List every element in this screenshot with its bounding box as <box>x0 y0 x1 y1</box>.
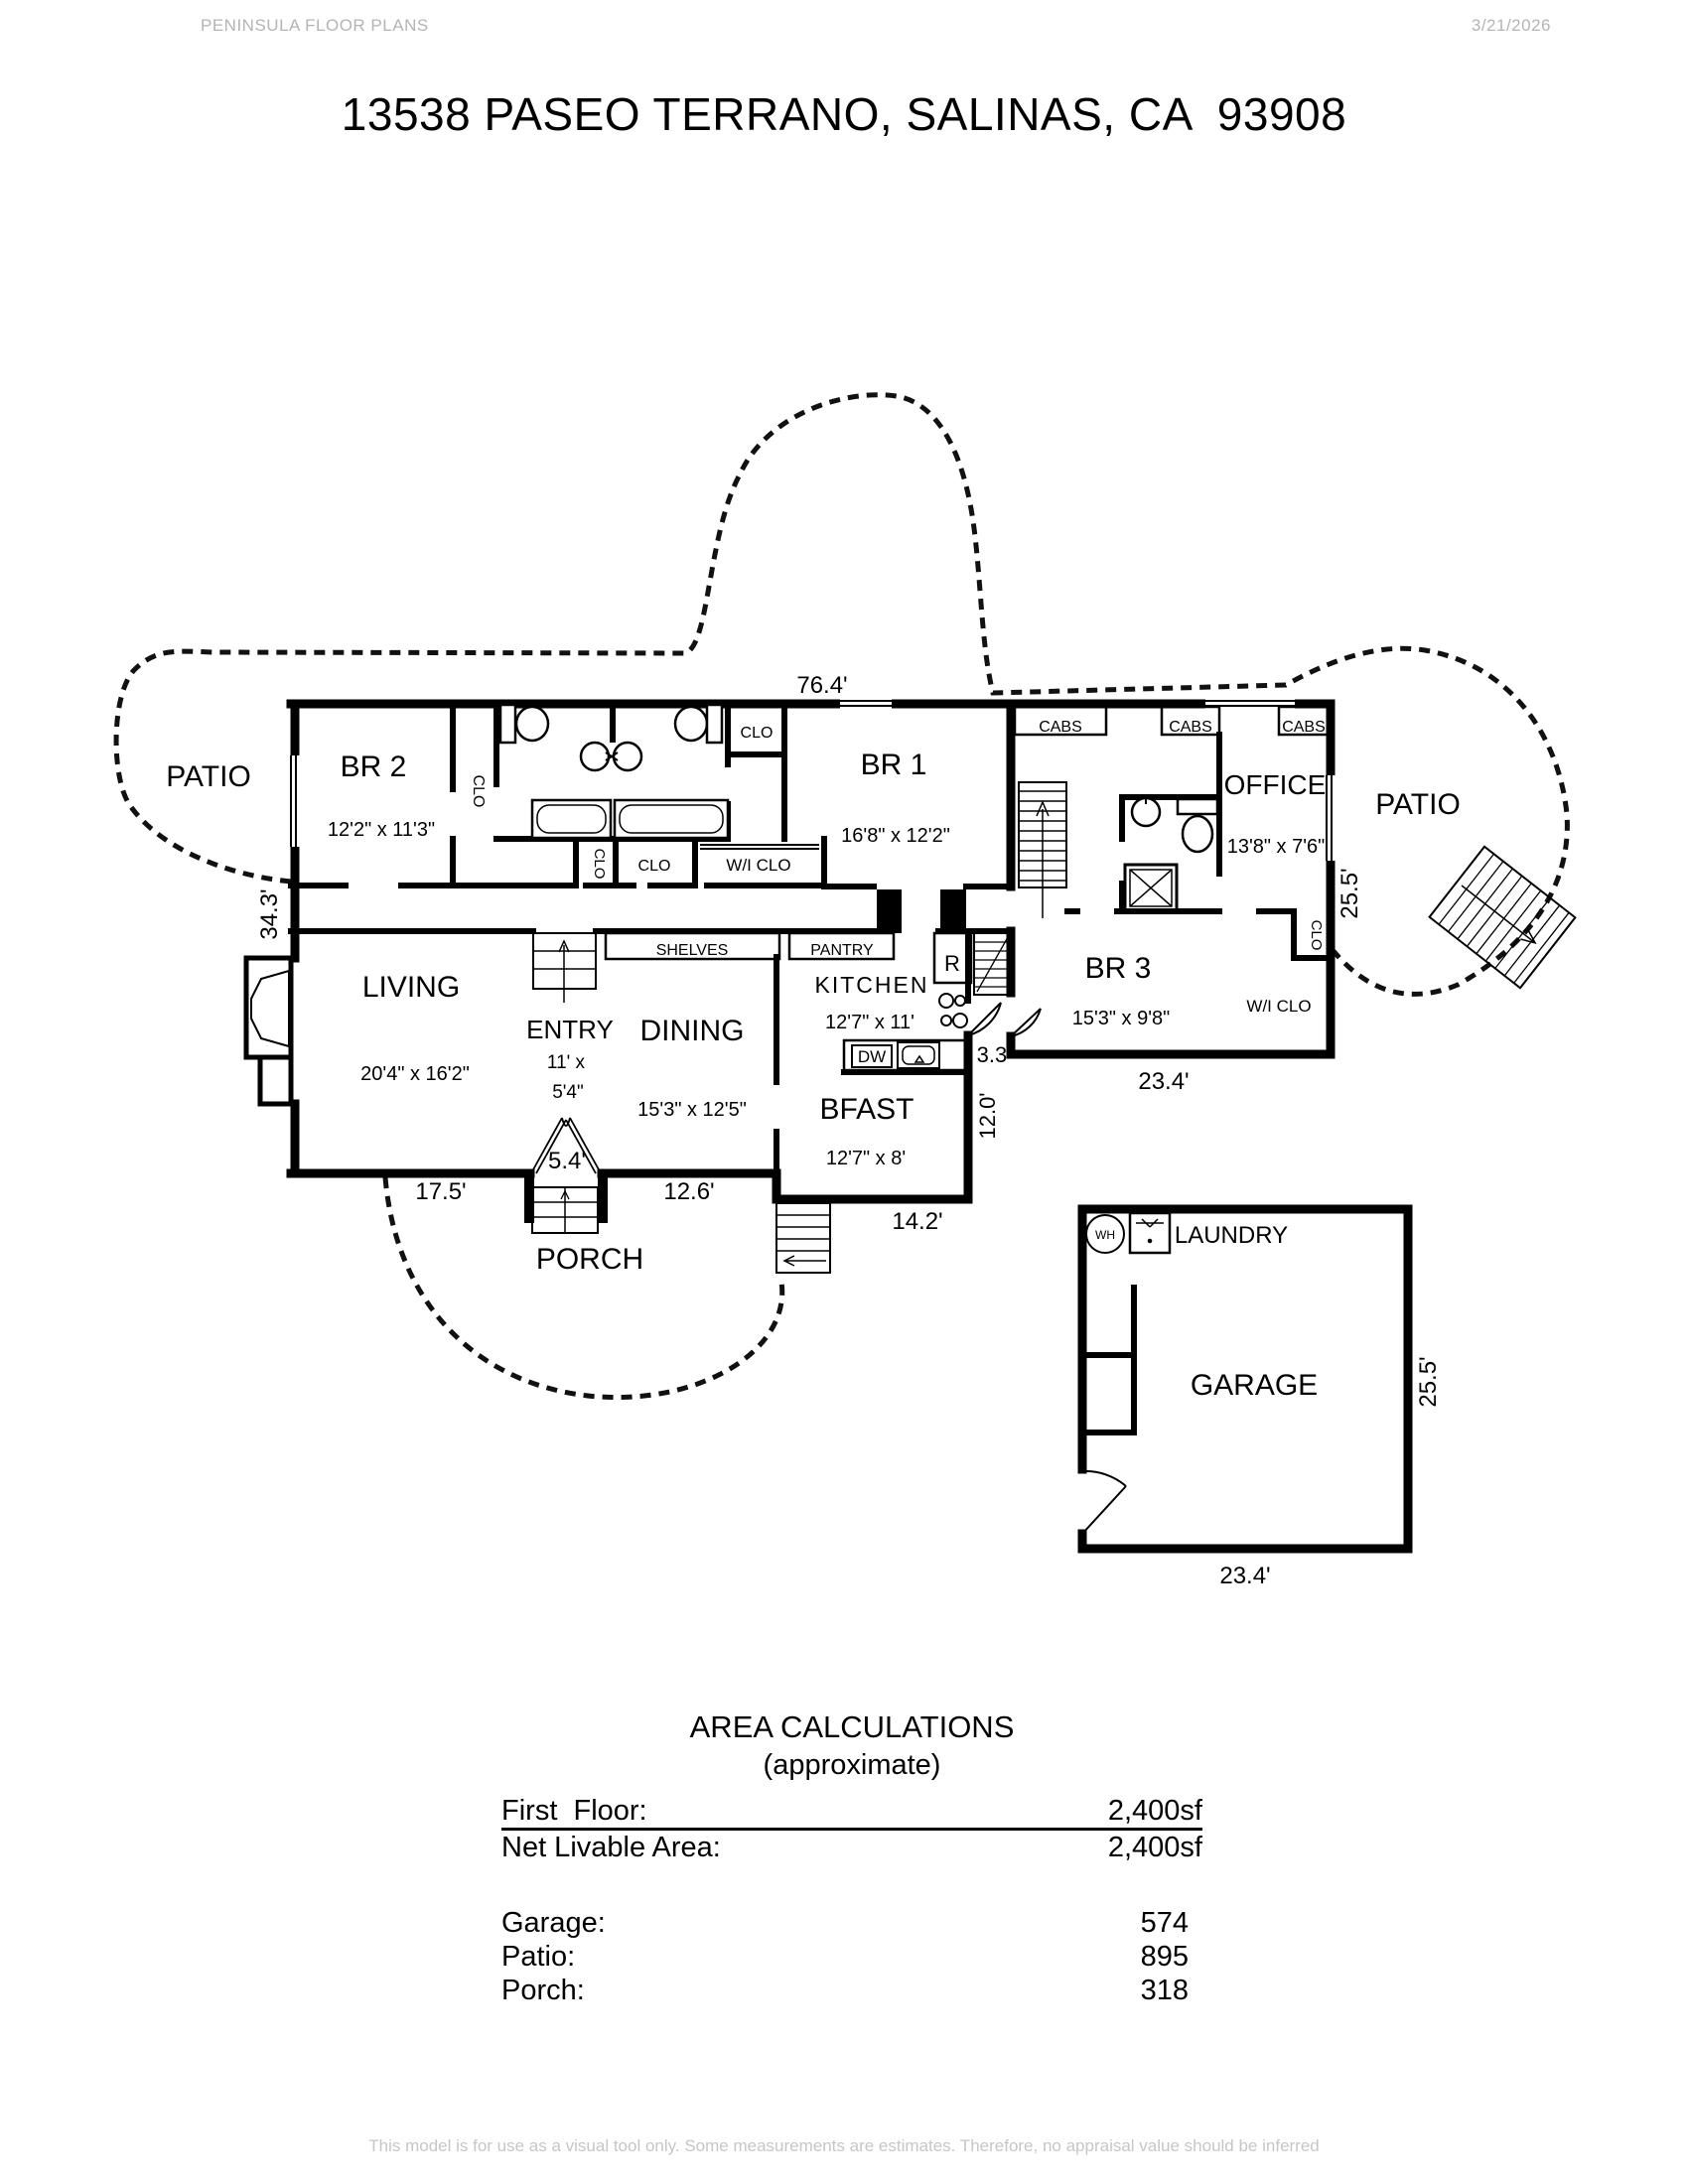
area-row-label: Net Livable Area: <box>501 1832 721 1863</box>
office-size: 13'8" x 7'6" <box>1227 836 1326 858</box>
br1-label: BR 1 <box>861 749 927 781</box>
area-row-value: 895 <box>1140 1941 1189 1973</box>
area-row-porch: Porch: 318 <box>501 1974 1202 2007</box>
laundry-label: LAUNDRY <box>1175 1222 1288 1249</box>
living-label: LIVING <box>362 971 460 1004</box>
bfast-steps <box>775 1202 831 1274</box>
dining-size: 15'3" x 12'5" <box>637 1099 747 1121</box>
clo-label-bath2: CLO <box>741 725 774 742</box>
entry-size-2: 5'4" <box>552 1082 584 1103</box>
dim-bfast: 14.2' <box>892 1208 942 1235</box>
br3-label: BR 3 <box>1085 952 1152 985</box>
interior-walls <box>288 701 1413 1554</box>
dim-living: 17.5' <box>415 1178 466 1205</box>
dim-garage-depth: 25.5' <box>1415 1356 1442 1407</box>
sink-icons <box>579 741 1162 828</box>
area-row-label: Garage: <box>501 1907 606 1939</box>
dim-kitchen-nook: 3.3' <box>977 1042 1012 1067</box>
fireplace <box>243 955 294 1107</box>
clo-label-br3: CLO <box>1308 920 1325 951</box>
kitchen-label: KITCHEN <box>815 972 929 998</box>
cabs-label-2: CABS <box>1169 719 1212 736</box>
dining-label: DINING <box>640 1015 745 1047</box>
area-row-value: 2,400sf <box>1107 1832 1202 1863</box>
area-row-value: 2,400sf <box>1107 1795 1202 1827</box>
cabs-label-3: CABS <box>1282 719 1326 736</box>
entry-label: ENTRY <box>526 1015 614 1044</box>
kitchen-size: 12'7" x 11' <box>825 1012 914 1033</box>
office-label: OFFICE <box>1224 769 1327 800</box>
brand-header: PENINSULA FLOOR PLANS <box>201 16 429 35</box>
toilet-icons <box>498 703 1219 854</box>
wiclo-label-br1: W/I CLO <box>726 856 790 875</box>
dim-bfast-side: 12.0' <box>975 1092 1000 1139</box>
patio-right-label: PATIO <box>1375 788 1461 821</box>
porch-steps <box>531 1186 599 1234</box>
br1-size: 16'8" x 12'2" <box>841 825 950 847</box>
porch-label: PORCH <box>536 1243 643 1276</box>
door-swings <box>531 1002 1127 1535</box>
area-row-patio: Patio: 895 <box>501 1940 1202 1974</box>
br2-label: BR 2 <box>341 751 407 783</box>
kitchen-stairs <box>973 932 1012 996</box>
hall-stairs <box>1018 781 1067 918</box>
area-row-garage: Garage: 574 <box>501 1906 1202 1940</box>
entry-size-1: 11' x <box>547 1052 586 1073</box>
date-header: 3/21/2026 <box>1471 16 1551 35</box>
dim-entry: 5.4' <box>548 1148 586 1174</box>
laundry-fixtures <box>1085 1211 1172 1255</box>
area-row-label: Patio: <box>501 1941 576 1973</box>
bfast-label: BFAST <box>819 1093 914 1126</box>
pantry-label: PANTRY <box>810 942 874 959</box>
entry-interior-steps <box>532 932 597 1003</box>
dim-right: 25.5' <box>1336 868 1363 918</box>
dw-label: DW <box>858 1047 886 1066</box>
shower-icon <box>1123 863 1179 913</box>
porch-outline <box>382 1176 785 1400</box>
dim-garage-width: 23.4' <box>1219 1563 1270 1589</box>
disclaimer-footer: This model is for use as a visual tool o… <box>368 2136 1320 2155</box>
area-calc-subtitle: (approximate) <box>763 1749 941 1781</box>
dim-top: 76.4' <box>796 672 847 699</box>
bathtub-icons <box>530 798 730 840</box>
shelves-label: SHELVES <box>656 942 729 959</box>
area-calc-title: AREA CALCULATIONS <box>689 1709 1015 1744</box>
windows <box>287 697 1336 861</box>
area-calculations: AREA CALCULATIONS (approximate) First Fl… <box>501 1709 1202 2007</box>
garage-label: GARAGE <box>1191 1369 1318 1402</box>
patio-outline <box>113 392 1570 1400</box>
area-row-label: First Floor: <box>501 1795 647 1827</box>
cabinet-boxes <box>604 705 1331 961</box>
wall-blocks <box>524 889 966 1223</box>
area-row-value: 574 <box>1140 1907 1189 1939</box>
area-row-first-floor: First Floor: 2,400sf <box>501 1794 1202 1831</box>
clo-label-hall: CLO <box>638 858 671 875</box>
dim-br3: 23.4' <box>1138 1068 1189 1095</box>
br3-size: 15'3" x 9'8" <box>1072 1008 1171 1029</box>
area-row-label: Porch: <box>501 1975 585 2006</box>
clo-label-br2: CLO <box>470 775 487 808</box>
kitchen-fixtures <box>842 931 973 1072</box>
patio-left-label: PATIO <box>166 760 251 793</box>
clo-label-hall-small: CLO <box>591 849 608 880</box>
refrigerator-label: R <box>944 951 960 976</box>
dim-left: 34.3' <box>256 888 283 939</box>
br2-size: 12'2" x 11'3" <box>328 819 435 841</box>
wh-label: WH <box>1095 1228 1115 1242</box>
bfast-size: 12'7" x 8' <box>826 1148 906 1169</box>
cabs-label-1: CABS <box>1039 719 1082 736</box>
dim-dining: 12.6' <box>663 1178 714 1205</box>
area-row-net-livable: Net Livable Area: 2,400sf <box>501 1831 1202 1864</box>
patio-deck-stairs <box>1428 845 1577 990</box>
wiclo-label-br3: W/I CLO <box>1246 997 1311 1016</box>
area-row-value: 318 <box>1140 1975 1189 2006</box>
living-size: 20'4" x 16'2" <box>360 1063 470 1085</box>
property-address-title: 13538 PASEO TERRANO, SALINAS, CA 93908 <box>341 88 1347 140</box>
